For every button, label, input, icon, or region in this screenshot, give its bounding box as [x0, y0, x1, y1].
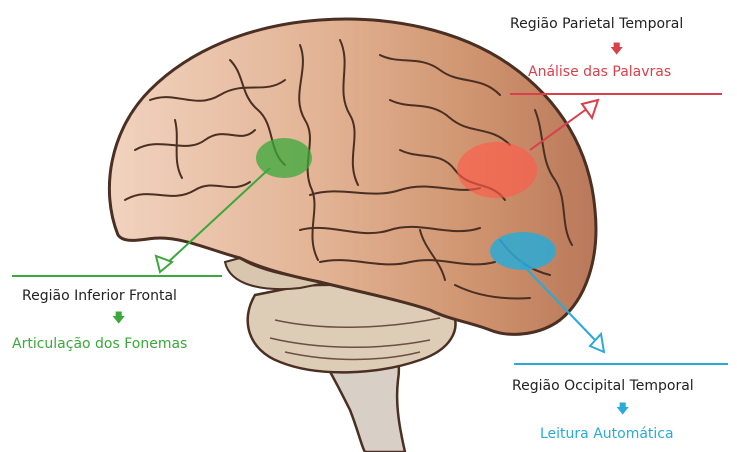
down-arrow-icon: 🡇: [616, 402, 629, 415]
occipital-function-label: Leitura Automática: [540, 426, 674, 442]
frontal-pointer-arrowhead: [156, 256, 172, 272]
parietal-function-label: Análise das Palavras: [528, 64, 671, 80]
frontal-area-label: Região Inferior Frontal: [22, 288, 177, 304]
parietal-region-spot: [457, 142, 537, 198]
down-arrow-icon: 🡇: [610, 42, 623, 55]
parietal-pointer-arrowhead: [582, 100, 598, 118]
parietal-area-label: Região Parietal Temporal: [510, 16, 683, 32]
occipital-area-label: Região Occipital Temporal: [512, 378, 694, 394]
frontal-function-label: Articulação dos Fonemas: [12, 336, 187, 352]
down-arrow-icon: 🡇: [112, 311, 125, 324]
